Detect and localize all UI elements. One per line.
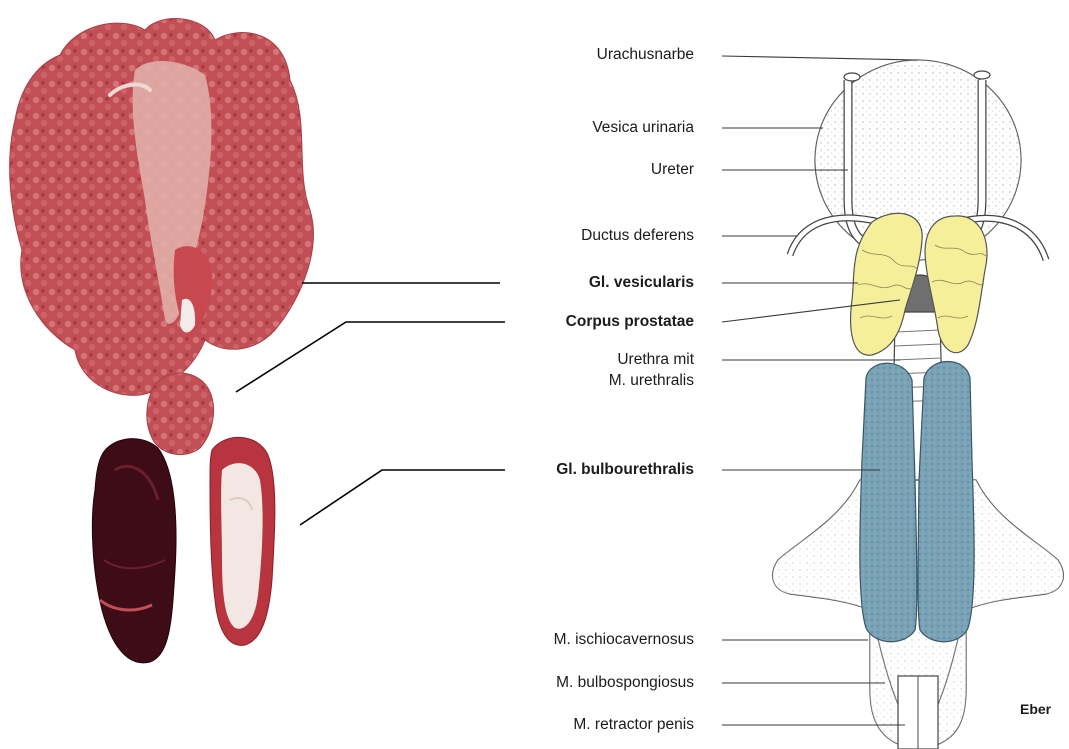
label-vesica-urinaria: Vesica urinaria — [592, 119, 694, 137]
signature-eber: Eber — [1020, 700, 1051, 718]
label-m-ischiocavernosus: M. ischiocavernosus — [554, 631, 694, 649]
label-m-retractor-penis: M. retractor penis — [573, 716, 694, 734]
label-gl-bulbourethralis: Gl. bulbourethralis — [556, 461, 694, 479]
label-urethra-line1: Urethra mit — [617, 351, 694, 369]
leader-corpus-prostatae-photo — [236, 322, 505, 392]
label-gl-vesicularis: Gl. vesicularis — [589, 274, 694, 292]
label-urethra-line2: M. urethralis — [609, 372, 694, 390]
label-urachusnarbe: Urachusnarbe — [597, 46, 694, 64]
bulbourethral-gland-dark-specimen — [92, 439, 176, 663]
label-m-bulbospongiosus: M. bulbospongiosus — [556, 674, 694, 692]
anatomy-drawing — [773, 60, 1064, 749]
right-bulbourethral-gland-drawing — [918, 362, 974, 642]
specimen-photo — [10, 19, 314, 663]
leader-urachusnarbe — [722, 56, 918, 60]
label-ductus-deferens: Ductus deferens — [581, 227, 694, 245]
leader-gl-bulbourethralis-photo — [300, 470, 505, 525]
left-bulbourethral-gland-drawing — [860, 363, 917, 642]
prostate-specimen — [147, 373, 214, 455]
label-ureter: Ureter — [651, 161, 694, 179]
label-corpus-prostatae: Corpus prostatae — [566, 313, 694, 331]
